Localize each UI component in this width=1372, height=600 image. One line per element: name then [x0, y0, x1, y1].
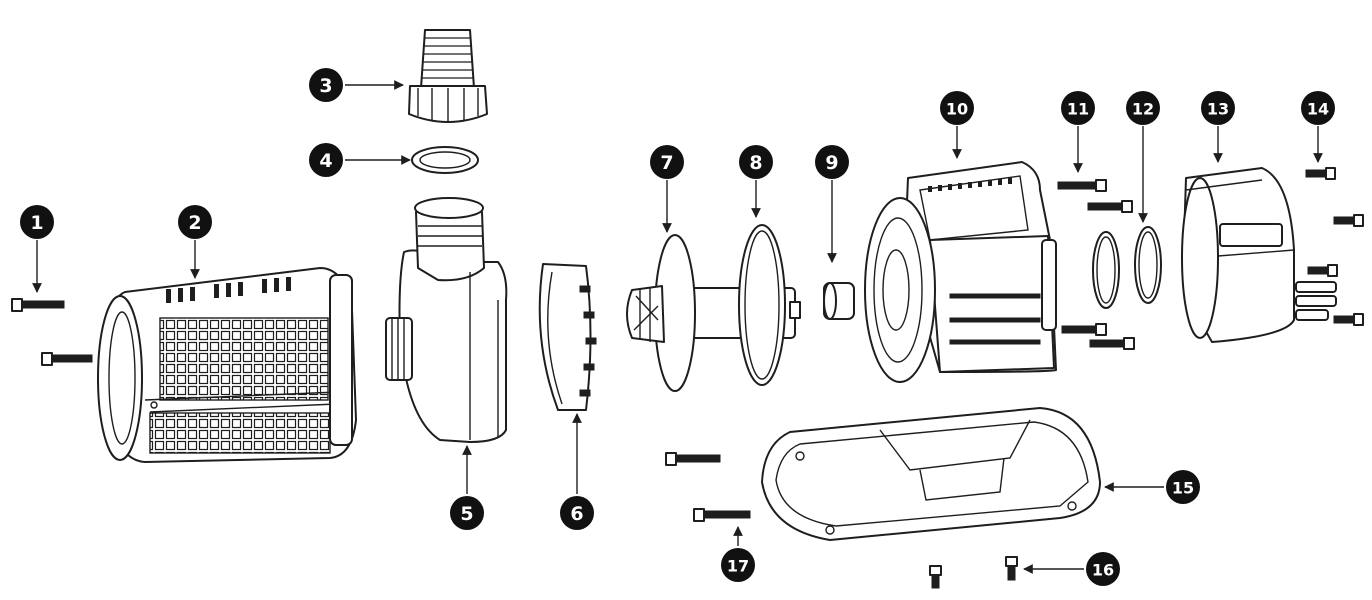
badge-17-label: 17: [727, 557, 749, 576]
motor-body-part-10: [864, 161, 1057, 383]
volute-plate-part-6: [538, 263, 597, 411]
badge-6: 6: [560, 496, 594, 530]
badge-17: 17: [721, 548, 755, 582]
badge-12-label: 12: [1132, 100, 1154, 119]
badge-5-label: 5: [460, 503, 473, 525]
screws-part-16: [929, 556, 1018, 589]
screws-part-11: [1057, 179, 1135, 350]
hose-adapter-part-3: [408, 29, 488, 123]
badge-13-label: 13: [1207, 100, 1229, 119]
badge-16: 16: [1086, 552, 1120, 586]
badge-7: 7: [650, 145, 684, 179]
badge-5: 5: [450, 496, 484, 530]
badge-11-label: 11: [1067, 100, 1089, 119]
badge-12: 12: [1126, 91, 1160, 125]
leader-lines: [32, 80, 1323, 574]
screw-part-1: [11, 298, 93, 366]
badge-16-label: 16: [1092, 561, 1114, 580]
badge-1: 1: [20, 205, 54, 239]
screws-part-17: [665, 452, 751, 522]
o-ring-part-4: [411, 146, 479, 174]
badge-3-label: 3: [319, 75, 332, 97]
badge-4: 4: [309, 143, 343, 177]
badge-14-label: 14: [1307, 100, 1329, 119]
badge-10: 10: [940, 91, 974, 125]
end-cap-part-13: [1181, 167, 1337, 343]
base-plate-part-15: [761, 407, 1101, 541]
badge-9-label: 9: [825, 152, 838, 174]
badge-14: 14: [1301, 91, 1335, 125]
badge-15: 15: [1166, 470, 1200, 504]
badge-6-label: 6: [570, 503, 583, 525]
badge-7-label: 7: [660, 152, 673, 174]
badge-2-label: 2: [188, 212, 201, 234]
pump-housing-part-5: [385, 197, 508, 443]
badge-10-label: 10: [946, 100, 968, 119]
o-ring-part-8: [738, 224, 786, 386]
badge-1-label: 1: [30, 212, 43, 234]
badge-13: 13: [1201, 91, 1235, 125]
screws-part-14: [1305, 167, 1364, 326]
badge-8-label: 8: [749, 152, 762, 174]
badge-9: 9: [815, 145, 849, 179]
badge-15-label: 15: [1172, 479, 1194, 498]
badge-3: 3: [309, 68, 343, 102]
strainer-cage-part-2: [97, 267, 357, 463]
o-rings-part-12: [1092, 226, 1162, 309]
badge-8: 8: [739, 145, 773, 179]
bearing-part-9: [823, 282, 855, 320]
badge-2: 2: [178, 205, 212, 239]
badge-4-label: 4: [319, 150, 332, 172]
badge-11: 11: [1061, 91, 1095, 125]
